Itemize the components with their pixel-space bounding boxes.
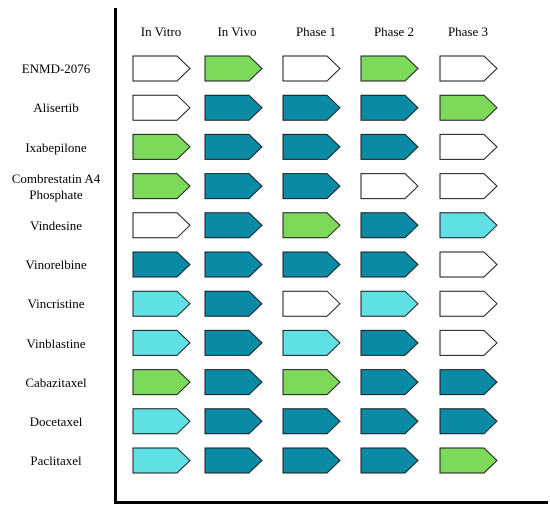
stage-chevron — [204, 329, 263, 356]
stage-chevron — [439, 369, 498, 396]
stage-chevron — [360, 290, 419, 317]
stage-chevron — [132, 447, 191, 474]
stage-chevron — [282, 290, 341, 317]
stage-chevron — [282, 408, 341, 435]
stage-chevron — [360, 94, 419, 121]
stage-chevron — [282, 447, 341, 474]
drug-label: Combrestatin A4 Phosphate — [11, 171, 101, 202]
drug-label: Ixabepilone — [25, 140, 87, 155]
stage-chevron — [439, 212, 498, 239]
stage-chevron — [282, 173, 341, 200]
stage-chevron — [439, 94, 498, 121]
stage-chevron — [360, 447, 419, 474]
stage-chevron — [282, 369, 341, 396]
stage-chevron — [439, 55, 498, 82]
stage-chevron — [132, 94, 191, 121]
stage-chevron — [282, 94, 341, 121]
stage-chevron — [439, 447, 498, 474]
stage-header-phase-3: Phase 3 — [447, 24, 489, 39]
stage-chevron — [282, 133, 341, 160]
stage-chevron — [360, 369, 419, 396]
drug-label: Docetaxel — [29, 414, 83, 429]
vertical-axis-line — [114, 8, 117, 504]
drug-label: Cabazitaxel — [25, 375, 87, 390]
stage-chevron — [204, 212, 263, 239]
stage-chevron — [360, 408, 419, 435]
stage-chevron — [204, 251, 263, 278]
stage-chevron — [204, 408, 263, 435]
stage-chevron — [439, 133, 498, 160]
stage-chevron — [132, 133, 191, 160]
stage-header-phase-2: Phase 2 — [373, 24, 415, 39]
stage-chevron — [204, 55, 263, 82]
stage-chevron — [132, 251, 191, 278]
stage-chevron — [204, 447, 263, 474]
stage-header-phase-1: Phase 1 — [295, 24, 337, 39]
stage-chevron — [132, 369, 191, 396]
stage-chevron — [360, 212, 419, 239]
drug-label: Vinblastine — [26, 336, 86, 351]
drug-label: Vincristine — [27, 296, 85, 311]
stage-header-in-vitro: In Vitro — [140, 24, 182, 39]
stage-chevron — [204, 173, 263, 200]
stage-chevron — [132, 212, 191, 239]
drug-label: Vindesine — [30, 218, 82, 233]
stage-chevron — [204, 133, 263, 160]
horizontal-axis-line — [114, 501, 548, 504]
stage-chevron — [132, 173, 191, 200]
stage-chevron — [360, 55, 419, 82]
stage-chevron — [360, 329, 419, 356]
drug-label: Alisertib — [33, 100, 79, 115]
stage-chevron — [282, 329, 341, 356]
stage-chevron — [204, 369, 263, 396]
drug-label: Paclitaxel — [30, 453, 82, 468]
stage-chevron — [360, 251, 419, 278]
stage-chevron — [439, 329, 498, 356]
stage-chevron — [282, 251, 341, 278]
stage-chevron — [282, 212, 341, 239]
stage-chevron — [282, 55, 341, 82]
stage-chevron — [360, 133, 419, 160]
stage-chevron — [132, 329, 191, 356]
stage-chevron — [204, 94, 263, 121]
stage-chevron — [439, 408, 498, 435]
stage-chevron — [132, 55, 191, 82]
drug-label: ENMD-2076 — [21, 61, 91, 76]
stage-chevron — [439, 173, 498, 200]
stage-chevron — [360, 173, 419, 200]
stage-chevron — [439, 251, 498, 278]
stage-chevron — [132, 290, 191, 317]
stage-chevron — [132, 408, 191, 435]
drug-label: Vinorelbine — [25, 257, 87, 272]
stage-header-in-vivo: In Vivo — [217, 24, 257, 39]
stage-chevron — [439, 290, 498, 317]
stage-chevron — [204, 290, 263, 317]
